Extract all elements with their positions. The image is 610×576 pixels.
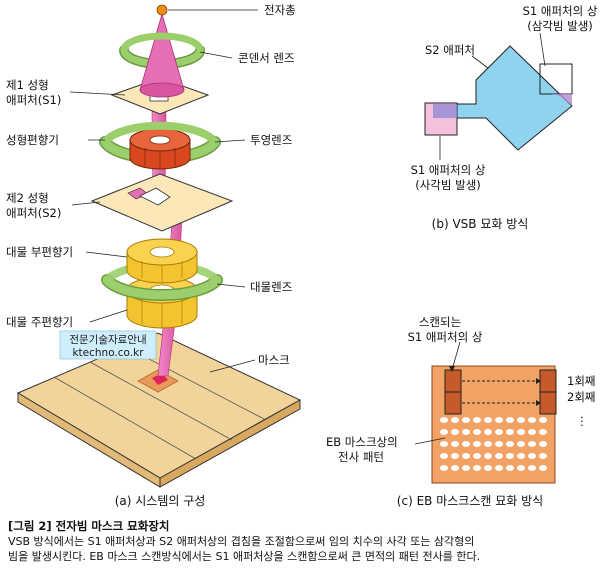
pattern-dot — [517, 417, 525, 423]
pattern-dot — [462, 417, 470, 423]
panel-a-system-diagram: 전자총 콘덴서 렌즈 제1 성형 애퍼처(S1) 성형편향기 투영렌즈 제2 성… — [6, 3, 302, 508]
scan-row-2 — [444, 391, 557, 415]
watermark-box: 전문기술자료안내 ktechno.co.kr — [59, 330, 157, 360]
label-eb-l1: EB 마스크상의 — [326, 435, 398, 449]
label-shaping-aperture-2-l1: 제2 성형 — [6, 191, 49, 205]
pattern-dot — [539, 429, 547, 435]
pattern-dot — [473, 465, 481, 471]
label-objective-lens: 대물렌즈 — [250, 280, 292, 294]
label-shaping-aperture-2-l2: 애퍼처(S2) — [6, 206, 61, 220]
pattern-dot — [484, 417, 492, 423]
caption-panel-b: (b) VSB 묘화 방식 — [432, 217, 529, 231]
pattern-dot — [528, 441, 536, 447]
pattern-dot — [473, 453, 481, 459]
pattern-dot — [462, 429, 470, 435]
pattern-dot — [506, 465, 514, 471]
caption-panel-a: (a) 시스템의 구성 — [115, 494, 206, 508]
pattern-dot — [440, 453, 448, 459]
label-shaping-deflector: 성형편향기 — [6, 133, 59, 147]
pattern-dot-grid — [440, 417, 547, 471]
label-pass-1: 1회째 — [567, 374, 595, 388]
second-shaping-aperture — [90, 173, 234, 232]
label-objective-sub-deflector: 대물 부편향기 — [6, 245, 73, 259]
projection-lens — [99, 121, 221, 170]
pattern-dot — [484, 453, 492, 459]
leader-lines — [69, 9, 258, 373]
pattern-dot — [440, 429, 448, 435]
pattern-dot — [440, 417, 448, 423]
label-scan-l2: S1 애퍼처의 상 — [408, 330, 483, 344]
label-projection-lens: 투영렌즈 — [250, 133, 292, 147]
pattern-dot — [517, 429, 525, 435]
objective-sub-deflector — [126, 238, 198, 284]
pattern-dot — [473, 417, 481, 423]
beam-cone — [139, 12, 185, 98]
label-electron-gun: 전자총 — [264, 3, 296, 17]
pattern-dot — [506, 429, 514, 435]
label-pass-ellipsis: ⋮ — [576, 414, 588, 428]
label-scan-l1: 스캔되는 — [419, 315, 461, 329]
caption-panel-c: (c) EB 마스크스캔 묘화 방식 — [397, 494, 543, 508]
pattern-dot — [473, 441, 481, 447]
pattern-dot — [462, 465, 470, 471]
pattern-dot — [539, 441, 547, 447]
pattern-dot — [517, 441, 525, 447]
condenser-lens-front — [120, 32, 204, 54]
pattern-dot — [506, 441, 514, 447]
label-s1-top-l1: S1 애퍼처의 상 — [523, 4, 598, 18]
pattern-dot — [484, 465, 492, 471]
label-mask: 마스크 — [258, 353, 290, 367]
watermark-line-2: ktechno.co.kr — [72, 347, 144, 359]
pattern-dot — [528, 417, 536, 423]
pattern-dot — [440, 441, 448, 447]
label-eb-l2: 전사 패턴 — [338, 450, 384, 464]
pattern-dot — [451, 465, 459, 471]
figure-title: [그림 2] 전자빔 마스크 묘화장치 — [8, 519, 170, 533]
label-s1-bottom-l1: S1 애퍼처의 상 — [411, 163, 486, 177]
electron-gun-icon — [156, 4, 168, 16]
figure-description-line-1: VSB 방식에서는 S1 애퍼처상과 S2 애퍼처상의 겹침을 조절함으로써 임… — [8, 535, 475, 548]
scan-row-1 — [444, 369, 557, 393]
label-shaping-aperture-1-l2: 애퍼처(S1) — [6, 93, 61, 107]
pattern-dot — [539, 465, 547, 471]
pattern-dot — [539, 453, 547, 459]
pattern-dot — [484, 441, 492, 447]
pattern-dot — [484, 429, 492, 435]
pattern-dot — [473, 429, 481, 435]
pattern-dot — [495, 453, 503, 459]
label-pass-2: 2회째 — [567, 390, 595, 404]
pattern-dot — [506, 453, 514, 459]
figure-description-line-2: 빔을 발생시킨다. EB 마스크 스캔방식에서는 S1 애퍼처상을 스캔함으로써… — [8, 550, 481, 563]
pattern-dot — [495, 417, 503, 423]
pattern-dot — [451, 453, 459, 459]
pattern-dot — [528, 429, 536, 435]
pattern-dot — [506, 417, 514, 423]
pattern-dot — [495, 465, 503, 471]
pattern-dot — [528, 453, 536, 459]
label-s1-top-l2: (삼각빔 발생) — [527, 19, 593, 33]
label-shaping-aperture-1-l1: 제1 성형 — [6, 78, 49, 92]
pattern-dot — [517, 453, 525, 459]
pattern-dot — [451, 441, 459, 447]
pattern-dot — [451, 417, 459, 423]
pattern-dot — [495, 441, 503, 447]
panel-b-vsb: S1 애퍼처의 상 (삼각빔 발생) S2 애퍼처 S1 애퍼처의 상 (사각빔… — [411, 4, 598, 231]
label-objective-main-deflector: 대물 주편향기 — [6, 315, 73, 329]
panel-c-eb-mask-scan: 스캔되는 S1 애퍼처의 상 1회째 2회째 ⋮ EB 마스크상의 전사 패턴 … — [326, 315, 595, 508]
pattern-dot — [451, 429, 459, 435]
pattern-dot — [495, 429, 503, 435]
watermark-line-1: 전문기술자료안내 — [69, 334, 146, 346]
pattern-dot — [462, 441, 470, 447]
label-s1-bottom-l2: (사각빔 발생) — [415, 178, 481, 192]
pattern-dot — [517, 465, 525, 471]
pattern-dot — [462, 453, 470, 459]
objective-main-deflector — [126, 276, 198, 329]
pattern-dot — [528, 465, 536, 471]
pattern-dot — [539, 417, 547, 423]
figure-footer: [그림 2] 전자빔 마스크 묘화장치 VSB 방식에서는 S1 애퍼처상과 S… — [8, 519, 608, 564]
label-s2-aperture: S2 애퍼처 — [425, 43, 475, 57]
pattern-dot — [440, 465, 448, 471]
label-condenser-lens: 콘덴서 렌즈 — [238, 51, 295, 65]
